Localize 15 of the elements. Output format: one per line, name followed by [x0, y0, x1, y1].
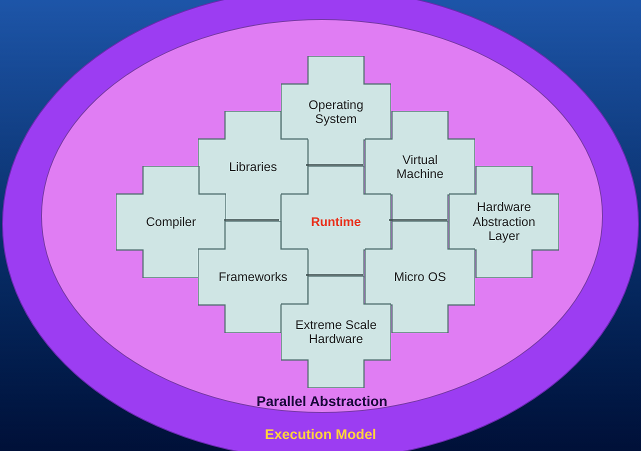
node-label: Compiler	[146, 214, 196, 230]
node-label: Frameworks	[218, 270, 288, 284]
connector-line	[224, 219, 279, 221]
node-label: Libraries	[229, 160, 277, 174]
node-label: Hardware Abstraction Layer	[472, 200, 536, 244]
node-label: Extreme Scale Hardware	[294, 318, 378, 346]
ellipse-label: Parallel Abstraction	[256, 392, 388, 411]
connector-line	[389, 219, 447, 221]
connector-line	[306, 164, 363, 166]
node-label: Runtime	[311, 214, 361, 230]
node-label: Operating System	[308, 98, 364, 126]
node-label: Virtual Machine	[395, 152, 445, 182]
ellipse-label: Execution Model	[264, 425, 376, 444]
connector-line	[306, 274, 363, 276]
node-label: Micro OS	[394, 270, 446, 284]
